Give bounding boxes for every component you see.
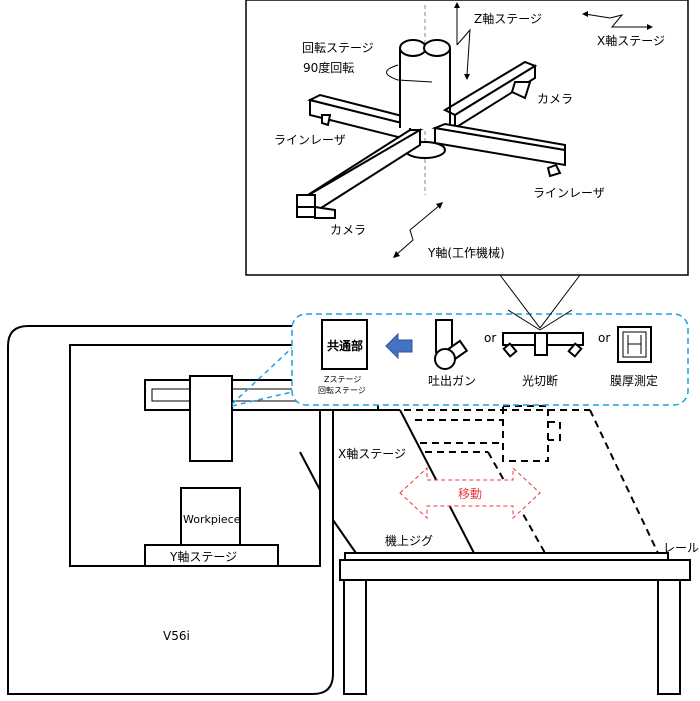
dispenser-label: 吐出ガン [428, 374, 476, 388]
table [339, 552, 691, 695]
x-stage-detail-label: X軸ステージ [597, 34, 665, 48]
y-axis-label: Y軸(工作機械) [427, 245, 505, 260]
carriage [189, 375, 233, 462]
rail-label: レール [663, 541, 699, 555]
tool-panel [291, 313, 689, 406]
x-stage-label: X軸ステージ [338, 447, 406, 461]
camera-right-label: カメラ [537, 92, 573, 106]
film-thickness-label: 膜厚測定 [610, 373, 658, 388]
jig-label: 機上ジグ [385, 533, 433, 548]
axis-arrows [393, 2, 653, 258]
film-thickness-icon [617, 326, 652, 363]
model-label: V56i [163, 629, 190, 643]
or-1: or [484, 331, 496, 345]
y-stage [144, 544, 279, 567]
line-laser-right-label: ラインレーザ [533, 186, 605, 200]
dispenser-gun-icon [434, 319, 469, 370]
rotation-90-label: 90度回転 [303, 60, 354, 75]
light-section-label: 光切断 [522, 373, 558, 388]
light-section-icon [502, 309, 584, 358]
common-caption-1: Zステージ [324, 375, 361, 384]
common-part [321, 319, 368, 370]
common-label: 共通部 [327, 338, 363, 353]
y-stage-label: Y軸ステージ [169, 550, 237, 564]
or-2: or [598, 331, 610, 345]
rotation-stage-label: 回転ステージ [302, 41, 374, 55]
workpiece-label: Workpiece [183, 513, 241, 526]
line-laser-left-label: ラインレーザ [274, 133, 346, 147]
common-caption-2: 回転ステージ [318, 386, 366, 395]
head-assembly [296, 5, 566, 219]
z-stage-label: Z軸ステージ [474, 12, 542, 26]
move-arrow [399, 466, 541, 520]
left-arrow-icon [385, 332, 413, 360]
camera-left-label: カメラ [330, 223, 366, 237]
machine-tool [7, 325, 384, 695]
move-label: 移動 [458, 487, 482, 501]
